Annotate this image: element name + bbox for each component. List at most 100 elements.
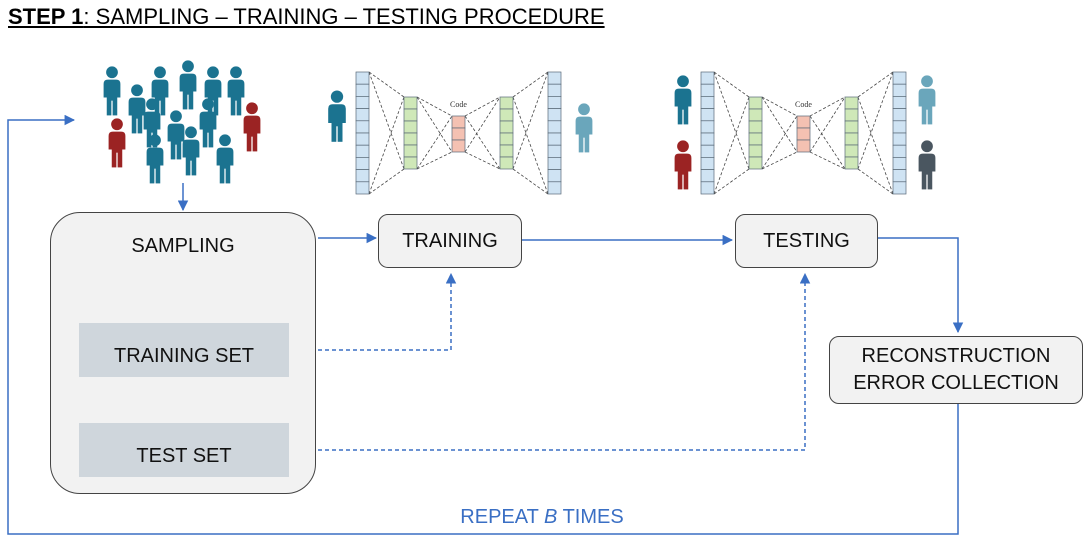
network-connection [464,96,501,117]
network-neuron [547,144,562,158]
network-neuron [547,132,562,146]
network-connection [416,96,453,117]
network-connection [713,96,750,195]
network-neuron [892,169,907,183]
network-connection [713,71,750,98]
network-neuron [892,96,907,109]
network-connection [368,96,405,195]
network-neuron [748,156,763,170]
repeat-suffix: TIMES [557,506,624,528]
network-neuron [403,96,418,110]
network-neuron [403,108,418,122]
network-connection [857,71,894,98]
network-neuron [748,108,763,122]
network-neuron [499,132,514,146]
network-neuron [355,96,370,109]
network-neuron [700,71,715,85]
network-neuron [748,96,763,110]
network-neuron [700,108,715,122]
crowd-person-icon [199,98,217,149]
network-neuron [451,127,466,141]
network-neuron [700,83,715,97]
title-text: : SAMPLING – TRAINING – TESTING PROCEDUR… [83,4,605,29]
crowd-person-icon [182,126,200,177]
network-neuron [403,120,418,134]
network-connection [761,115,798,170]
network-neuron [403,144,418,158]
network-neuron [403,156,418,170]
network-neuron [355,108,370,122]
network-connection [713,168,750,195]
network-neuron [748,120,763,134]
network-neuron [355,71,370,85]
network-neuron [796,115,811,129]
crowd-person-icon [103,66,121,117]
network-connection [809,115,846,170]
arrow-test-set-to-testing [290,272,811,451]
network-neuron [547,120,562,134]
crowd-person-icon [146,134,164,185]
crowd-person-icon [167,110,185,161]
network-neuron [700,181,715,195]
network-connection [857,96,894,195]
network-neuron [499,144,514,158]
code-label: Code [450,100,467,109]
network-neuron [892,132,907,146]
network-neuron [844,108,859,122]
network-neuron [844,132,859,146]
testing-label: TESTING [763,229,850,252]
network-connection [761,151,798,170]
repeat-loop-arrow [7,114,959,535]
network-connection [416,115,453,170]
network-neuron [499,120,514,134]
arrow-training-set-to-training [290,272,457,351]
network-connection [368,71,405,98]
input-person-icon [328,90,346,143]
network-neuron [748,144,763,158]
network-connection [809,96,846,117]
network-neuron [700,132,715,146]
network-neuron [700,169,715,183]
network-connection [368,71,405,170]
network-neuron [499,96,514,110]
network-neuron [844,96,859,110]
network-neuron [547,83,562,97]
reconstruction-label-line1: RECONSTRUCTION [861,345,1051,367]
network-neuron [796,127,811,141]
network-connection [809,151,846,170]
network-neuron [355,169,370,183]
testing-box: TESTING [735,214,878,268]
output-person-icon [575,103,593,154]
network-connection [512,71,549,170]
network-connection [464,115,501,170]
crowd-person-icon [227,66,245,117]
network-connection [464,151,501,170]
network-neuron [355,181,370,195]
network-connection [857,71,894,170]
repeat-label: REPEAT B TIMES [0,506,1084,529]
crowd-person-icon [216,134,234,185]
training-box: TRAINING [378,214,522,268]
network-neuron [355,144,370,158]
network-neuron [403,132,418,146]
network-neuron [892,181,907,195]
network-neuron [451,139,466,153]
network-neuron [451,115,466,129]
network-neuron [355,157,370,170]
network-connection [512,96,549,195]
network-neuron [547,108,562,122]
network-neuron [499,108,514,122]
network-connection [809,96,846,153]
network-neuron [892,108,907,122]
crowd-person-icon [108,118,126,169]
network-connection [761,96,798,117]
training-set-band: TRAINING SET [79,323,289,377]
network-neuron [844,144,859,158]
network-neuron [796,139,811,153]
network-neuron [700,120,715,134]
network-neuron [355,83,370,97]
network-connection [761,96,798,153]
crowd-person-icon [243,102,261,153]
test-input-person-icon [674,75,692,126]
